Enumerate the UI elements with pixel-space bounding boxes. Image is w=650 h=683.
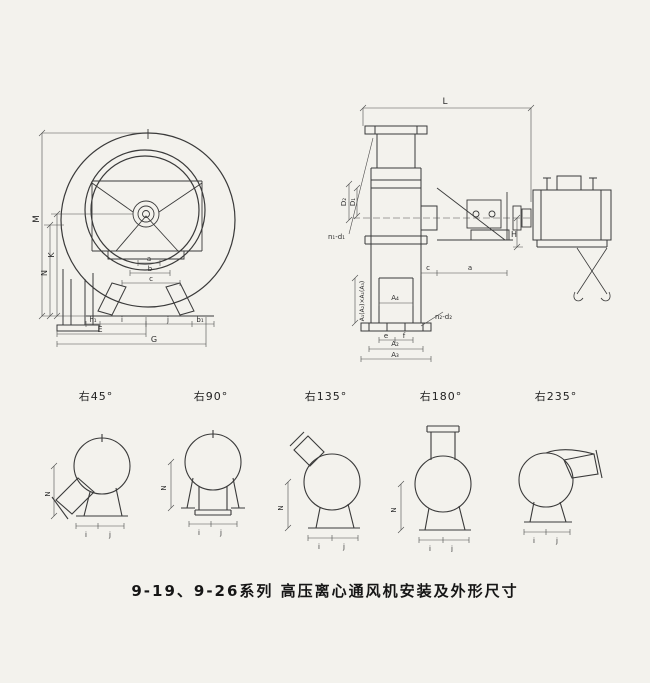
side-dim-label-f: f [403,332,406,340]
mounting-frame [91,180,203,260]
orientation-235-dim-i: i [533,537,535,545]
orientation-235-shape [518,449,603,523]
orientation-label-180: 右180° [419,390,463,403]
casing-side-profile [364,167,438,323]
orientation-90-dim-i: i [198,529,200,537]
orientation-135-dims [284,478,359,541]
side-dim-label-d2: D₂ [340,198,348,206]
orientation-235-dims [523,529,571,535]
orientation-180-dim-i: i [429,545,431,552]
orientation-45-dims [50,462,125,529]
side-dim-label-a: a [468,264,472,272]
orientation-item-45: 右45° N i j [40,388,152,556]
orientation-label-45: 右45° [78,390,114,403]
orientation-label-235: 右235° [534,390,578,403]
orientation-90-dim-n: N [160,485,168,490]
front-dim-label-c: c [149,275,153,283]
side-dim-label-l: L [442,97,447,107]
side-dimension-lines [345,137,523,362]
front-dim-label-h1: h₁ [89,316,96,324]
orientation-label-90: 右90° [193,390,229,403]
motor [532,175,612,248]
orientation-drawing-135: N i j [277,431,361,551]
orientation-135-dim-i: i [318,543,320,551]
orientation-135-dim-n: N [277,505,285,510]
lifting-chains [573,247,611,302]
orientation-180-dims [397,480,470,543]
front-view-drawing: M N K h₁ i j b₁ E G a b c [32,129,236,347]
orientation-item-235: 右235° i j [500,388,612,556]
orientation-180-shape [414,425,472,531]
front-dim-label-g: G [151,335,157,344]
orientation-180-dim-n: N [390,507,398,512]
orientation-drawing-235: i j [518,449,603,545]
orientation-45-dim-j: j [108,531,111,539]
outlet-section [360,277,432,332]
orientation-135-shape [289,431,361,529]
orientation-drawing-180: N i j [390,425,472,552]
orientation-row: 右45° N i j [40,388,612,556]
side-dim-label-a4: A₄ [391,294,399,302]
front-dim-label-m: M [32,215,42,223]
front-dim-label-i: i [121,316,123,324]
side-dim-label-e: e [384,332,388,340]
side-view-drawing: L D₂ D₁ n₁-d₁ H A₄ A₁(A₂)×A₁(A₃) c a n₂-… [328,97,612,362]
orientation-90-shape [181,430,245,516]
orientation-135-dim-j: j [342,543,345,551]
front-dim-label-e: E [97,325,102,334]
side-dim-label-h: H [511,230,517,239]
support-feet [86,282,214,317]
fan-casing-circles [60,132,236,308]
orientation-90-dims [167,458,238,527]
side-dim-label-n1d1: n₁-d₁ [328,233,345,241]
orientation-drawing-45: N i j [44,434,131,539]
front-dim-label-b1: b₁ [196,316,203,324]
orientation-180-dim-j: j [450,545,453,552]
side-dim-label-a2: A₂ [391,340,399,348]
orientation-45-dim-n: N [44,491,52,496]
inlet-flange [364,125,428,168]
orientation-item-135: 右135° N i j [270,388,382,556]
side-dim-label-flange-size: A₁(A₂)×A₁(A₃) [359,281,366,321]
front-dim-label-k: K [47,252,56,258]
side-dim-label-a3: A₃ [391,351,399,359]
orientation-item-180: 右180° N i j [385,388,497,556]
front-dim-label-n: N [40,270,49,276]
dim-l-line [359,104,535,202]
front-dim-label-j: j [166,316,169,324]
bearing-bracket [436,187,513,241]
impeller-hub [132,129,160,228]
orientation-45-shape [51,434,131,520]
orientation-90-dim-j: j [219,529,222,537]
front-dim-label-b: b [148,265,153,273]
orientation-drawing-90: N i j [160,430,245,537]
orientation-item-90: 右90° N i j [155,388,267,556]
side-dim-label-c: c [426,264,430,272]
drawing-caption: 9-19、9-26系列 高压离心通风机安装及外形尺寸 [131,582,519,600]
orientation-235-dim-j: j [555,537,558,545]
side-dim-label-n2d2: n₂-d₂ [435,313,452,321]
orientation-45-dim-i: i [85,531,87,539]
side-dim-label-d1: D₁ [349,198,357,206]
front-dim-label-a: a [147,255,151,263]
orientation-label-135: 右135° [304,390,348,403]
front-dimension-lines [38,129,215,347]
